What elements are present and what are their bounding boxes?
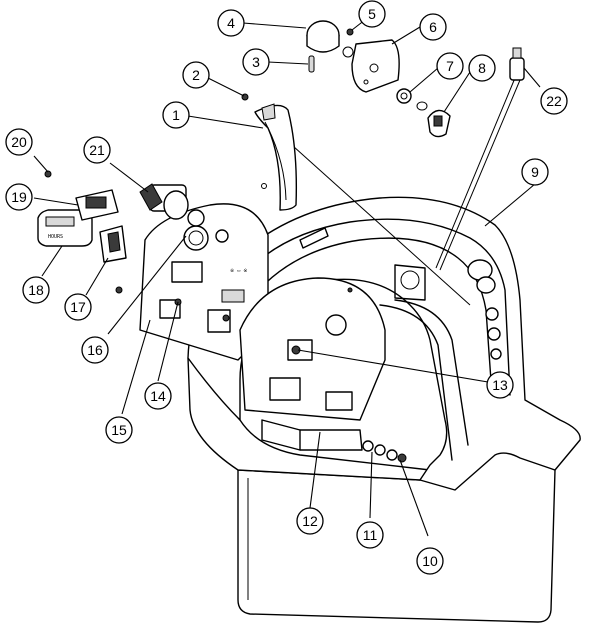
callout-label-17: 17 (70, 299, 86, 315)
callout-12: 12 (296, 507, 324, 535)
callout-8: 8 (468, 54, 496, 82)
callout-label-9: 9 (531, 164, 539, 180)
callout-22: 22 (540, 87, 568, 115)
callout-label-2: 2 (192, 67, 200, 83)
screw (44, 170, 52, 178)
callout-label-21: 21 (89, 142, 105, 158)
callout-17: 17 (64, 293, 92, 321)
console-housing (187, 196, 581, 623)
callout-21: 21 (83, 136, 111, 164)
callout-16: 16 (81, 336, 109, 364)
callout-label-5: 5 (368, 6, 376, 22)
leader-lines (33, 15, 541, 537)
callout-label-4: 4 (227, 15, 235, 31)
callout-4: 4 (217, 9, 245, 37)
callout-7: 7 (436, 52, 464, 80)
callout-18: 18 (22, 276, 50, 304)
callout-label-7: 7 (446, 58, 454, 74)
callout-label-11: 11 (363, 527, 378, 543)
knob-assembly (306, 20, 451, 138)
callout-label-12: 12 (302, 513, 318, 529)
callout-20: 20 (5, 128, 33, 156)
callout-10: 10 (416, 547, 444, 575)
hour-meter: HOURS (37, 209, 93, 247)
callout-13: 13 (486, 371, 514, 399)
callout-label-22: 22 (546, 93, 562, 109)
callout-label-8: 8 (478, 60, 486, 76)
callout-6: 6 (419, 13, 447, 41)
callout-14: 14 (144, 382, 172, 410)
round-plate (239, 277, 386, 421)
callout-1: 1 (162, 101, 190, 129)
callout-label-14: 14 (150, 388, 166, 404)
lower-fasteners (362, 440, 407, 463)
callout-5: 5 (358, 0, 386, 28)
callout-3: 3 (242, 48, 270, 76)
arc-cover (254, 103, 298, 211)
callout-label-13: 13 (492, 377, 508, 393)
callout-label-3: 3 (252, 54, 260, 70)
rocker-switch (99, 225, 127, 263)
callout-label-18: 18 (28, 282, 44, 298)
callout-15: 15 (105, 416, 133, 444)
callout-label-20: 20 (11, 134, 27, 150)
rod-assembly (263, 47, 525, 306)
callout-label-19: 19 (11, 189, 27, 205)
callout-label-6: 6 (429, 19, 437, 35)
control-panel: ※ ▭ ※ (115, 203, 269, 361)
callout-11: 11 (356, 521, 384, 549)
callout-label-15: 15 (111, 422, 127, 438)
hour-meter-label: HOURS (48, 234, 63, 240)
callout-2: 2 (182, 61, 210, 89)
svg-text:※ ▭ ※: ※ ▭ ※ (230, 268, 247, 274)
key-switch (139, 183, 205, 227)
callout-label-1: 1 (172, 107, 180, 123)
callout-label-16: 16 (87, 342, 103, 358)
callout-label-10: 10 (422, 553, 438, 569)
callout-9: 9 (521, 158, 549, 186)
callout-19: 19 (5, 183, 33, 211)
gauge-module (75, 189, 119, 221)
